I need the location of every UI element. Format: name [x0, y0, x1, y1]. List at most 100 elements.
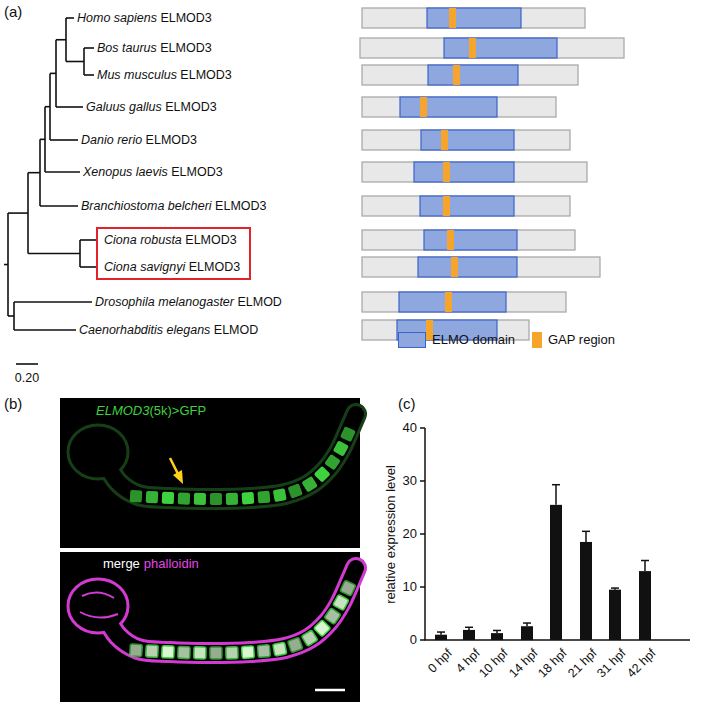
axis-tick: 40	[403, 421, 417, 436]
larva-interior	[105, 568, 356, 653]
protein-diagram	[362, 65, 578, 85]
italic-part: Danio rerio	[81, 133, 142, 147]
error-cap	[552, 484, 560, 486]
error-bar	[644, 561, 646, 572]
tree-branch	[84, 74, 94, 76]
elmo-domain	[428, 65, 518, 85]
expression-bar	[639, 571, 651, 640]
axis-tick: 0	[410, 633, 417, 648]
plain-part: ELMOD	[210, 323, 258, 337]
scale-bar	[16, 363, 38, 365]
notochord-cell	[178, 646, 190, 658]
bar	[580, 531, 592, 640]
notochord-cell	[273, 488, 287, 502]
tree-branch	[4, 264, 8, 266]
notochord-cell	[226, 647, 238, 659]
italic-part: Bos taurus	[97, 41, 157, 55]
notochord-cell	[242, 492, 255, 505]
notochord-cell	[333, 440, 349, 456]
gap-region	[445, 292, 452, 312]
notochord-cell	[257, 645, 270, 658]
notochord-cell	[301, 476, 318, 493]
tree-branch	[45, 171, 80, 173]
species-label: Homo sapiens ELMOD3	[77, 11, 212, 25]
bar	[463, 627, 475, 640]
scale-bar	[315, 689, 345, 692]
error-cap	[523, 622, 531, 624]
species-label: Branchiostoma belcheri ELMOD3	[81, 199, 267, 213]
tree-branch	[80, 266, 96, 268]
bar	[521, 623, 533, 640]
gap-region	[447, 230, 454, 250]
elmo-domain	[414, 162, 514, 182]
tree-branch	[66, 61, 84, 63]
notochord-cell	[210, 647, 222, 659]
italic-part: Homo sapiens	[77, 11, 157, 25]
expression-bar	[550, 505, 562, 640]
protein-bar	[362, 8, 585, 28]
legend-label: GAP region	[548, 333, 615, 348]
protein-bar	[362, 65, 578, 85]
elmo-domain	[420, 196, 514, 216]
protein-diagram	[362, 196, 570, 216]
notochord-cell	[130, 490, 143, 503]
domain-diagrams	[360, 8, 624, 340]
chart-axes	[425, 428, 690, 640]
notochord-cell	[314, 620, 331, 637]
error-bar	[555, 485, 557, 505]
error-cap	[611, 587, 619, 589]
gap-region	[420, 97, 427, 117]
elmo-domain	[418, 257, 517, 277]
italic-part: Ciona robusta	[104, 233, 182, 247]
axis-tick: 30	[403, 474, 417, 489]
notochord-cell	[324, 608, 341, 625]
gap-region	[453, 65, 460, 85]
notochord-cell	[340, 580, 356, 596]
protein-diagram	[362, 257, 600, 277]
notochord-cell	[340, 426, 356, 442]
notochord-cell	[194, 647, 206, 659]
error-cap	[493, 630, 501, 632]
error-bar	[585, 531, 587, 542]
protein-bar	[362, 130, 570, 150]
plain-part: ELMOD3	[182, 233, 237, 247]
expression-bar	[580, 542, 592, 640]
error-cap	[437, 631, 445, 633]
notochord-path	[132, 434, 348, 499]
error-cap	[582, 531, 590, 533]
image-ground	[60, 398, 360, 548]
notochord-cell	[273, 642, 287, 656]
legend-label: ELMO domain	[432, 333, 515, 348]
elmo-domain	[444, 38, 557, 58]
gap-region	[441, 130, 448, 150]
larva-interior	[105, 414, 356, 499]
species-label: Danio rerio ELMOD3	[81, 133, 197, 147]
panel-letter: (b)	[4, 395, 22, 412]
tree-branch	[66, 17, 74, 19]
bar	[491, 630, 503, 640]
axis-tick-mark	[420, 480, 425, 482]
plain-part: ELMOD3	[185, 260, 240, 274]
image-ground	[60, 552, 360, 702]
notochord-cell	[162, 646, 174, 658]
notochord-cell	[210, 493, 222, 505]
italic-part: Galuus gallus	[86, 100, 162, 114]
axis-tick-mark	[420, 639, 425, 641]
protein-diagram	[362, 230, 575, 250]
time-label: 31 hpf	[594, 646, 629, 681]
elmo-domain	[427, 8, 521, 28]
plain-part: (5k)>GFP	[149, 403, 206, 418]
pointer-arrow	[170, 458, 178, 474]
expression-bar	[491, 633, 503, 640]
protein-diagram	[360, 38, 624, 58]
protein-bar	[362, 97, 556, 117]
notochord-path	[132, 588, 348, 653]
italic-part: Mus musculus	[97, 68, 177, 82]
larva-outline	[105, 568, 356, 653]
species-label: Bos taurus ELMOD3	[97, 41, 212, 55]
expression-bar	[435, 635, 447, 640]
notochord-cell	[288, 637, 303, 652]
tree-branch	[28, 253, 80, 255]
gfp-image	[60, 398, 360, 548]
